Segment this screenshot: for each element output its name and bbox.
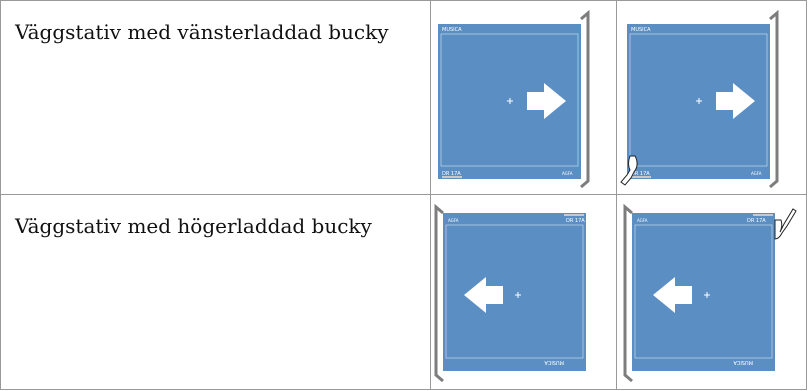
detector-figure: MUSICA DR 17A AGFA: [620, 9, 779, 189]
center-crosshair: [515, 292, 521, 298]
active-area-outline: [445, 224, 584, 359]
agfa-logo: AGFA: [751, 171, 762, 176]
agfa-logo: AGFA: [448, 218, 459, 223]
model-label: DR 17A: [442, 171, 461, 177]
figure-right-loaded-handle: AGFA DR 17A MUSICA: [616, 194, 807, 390]
bucky-bracket: [434, 203, 444, 383]
agfa-logo: AGFA: [637, 218, 648, 223]
detector-panel: [443, 213, 586, 371]
row-label-right-loaded: Väggstativ med högerladdad bucky: [0, 194, 431, 390]
brand-label-top: MUSICA: [442, 27, 462, 33]
brand-label-bottom: MUSICA: [544, 359, 564, 365]
bucky-bracket: [769, 9, 779, 189]
detector-figure: AGFA DR 17A MUSICA: [623, 203, 797, 383]
release-handle-icon: [774, 208, 797, 240]
table-row-right-loaded: Väggstativ med högerladdad bucky AGFA DR…: [0, 194, 807, 390]
brand-label-top: MUSICA: [631, 27, 651, 33]
figure-right-loaded-plain: AGFA DR 17A MUSICA: [430, 194, 617, 390]
bucky-bracket: [623, 203, 633, 383]
handle-slot: [564, 214, 584, 216]
release-handle-icon: [620, 155, 638, 186]
active-area-outline: [440, 33, 579, 167]
detector-figure: AGFA DR 17A MUSICA: [434, 203, 586, 383]
active-area-outline: [629, 33, 768, 167]
arrow-left-icon: [653, 277, 692, 313]
figure-left-loaded-handle: MUSICA DR 17A AGFA: [616, 0, 807, 195]
detector-figure: MUSICA DR 17A AGFA: [438, 9, 590, 189]
arrow-right-icon: [716, 83, 755, 119]
handle-slot: [442, 176, 462, 178]
handle-slot: [753, 214, 773, 216]
detector-panel: [632, 213, 775, 371]
figure-left-loaded-plain: MUSICA DR 17A AGFA: [430, 0, 617, 195]
table-row-left-loaded: Väggstativ med vänsterladdad bucky MUSIC…: [0, 0, 807, 195]
center-crosshair: [704, 292, 710, 298]
arrow-left-icon: [464, 277, 503, 313]
row-label-left-loaded: Väggstativ med vänsterladdad bucky: [0, 0, 431, 195]
center-crosshair: [696, 98, 702, 104]
brand-label-bottom: MUSICA: [733, 359, 753, 365]
handle-slot: [631, 176, 651, 178]
model-label: DR 17A: [631, 171, 650, 177]
center-crosshair: [507, 98, 513, 104]
active-area-outline: [634, 224, 773, 359]
model-label: DR 17A: [566, 218, 585, 224]
bucky-bracket: [580, 9, 590, 189]
agfa-logo: AGFA: [562, 171, 573, 176]
model-label: DR 17A: [747, 218, 766, 224]
arrow-right-icon: [527, 83, 566, 119]
